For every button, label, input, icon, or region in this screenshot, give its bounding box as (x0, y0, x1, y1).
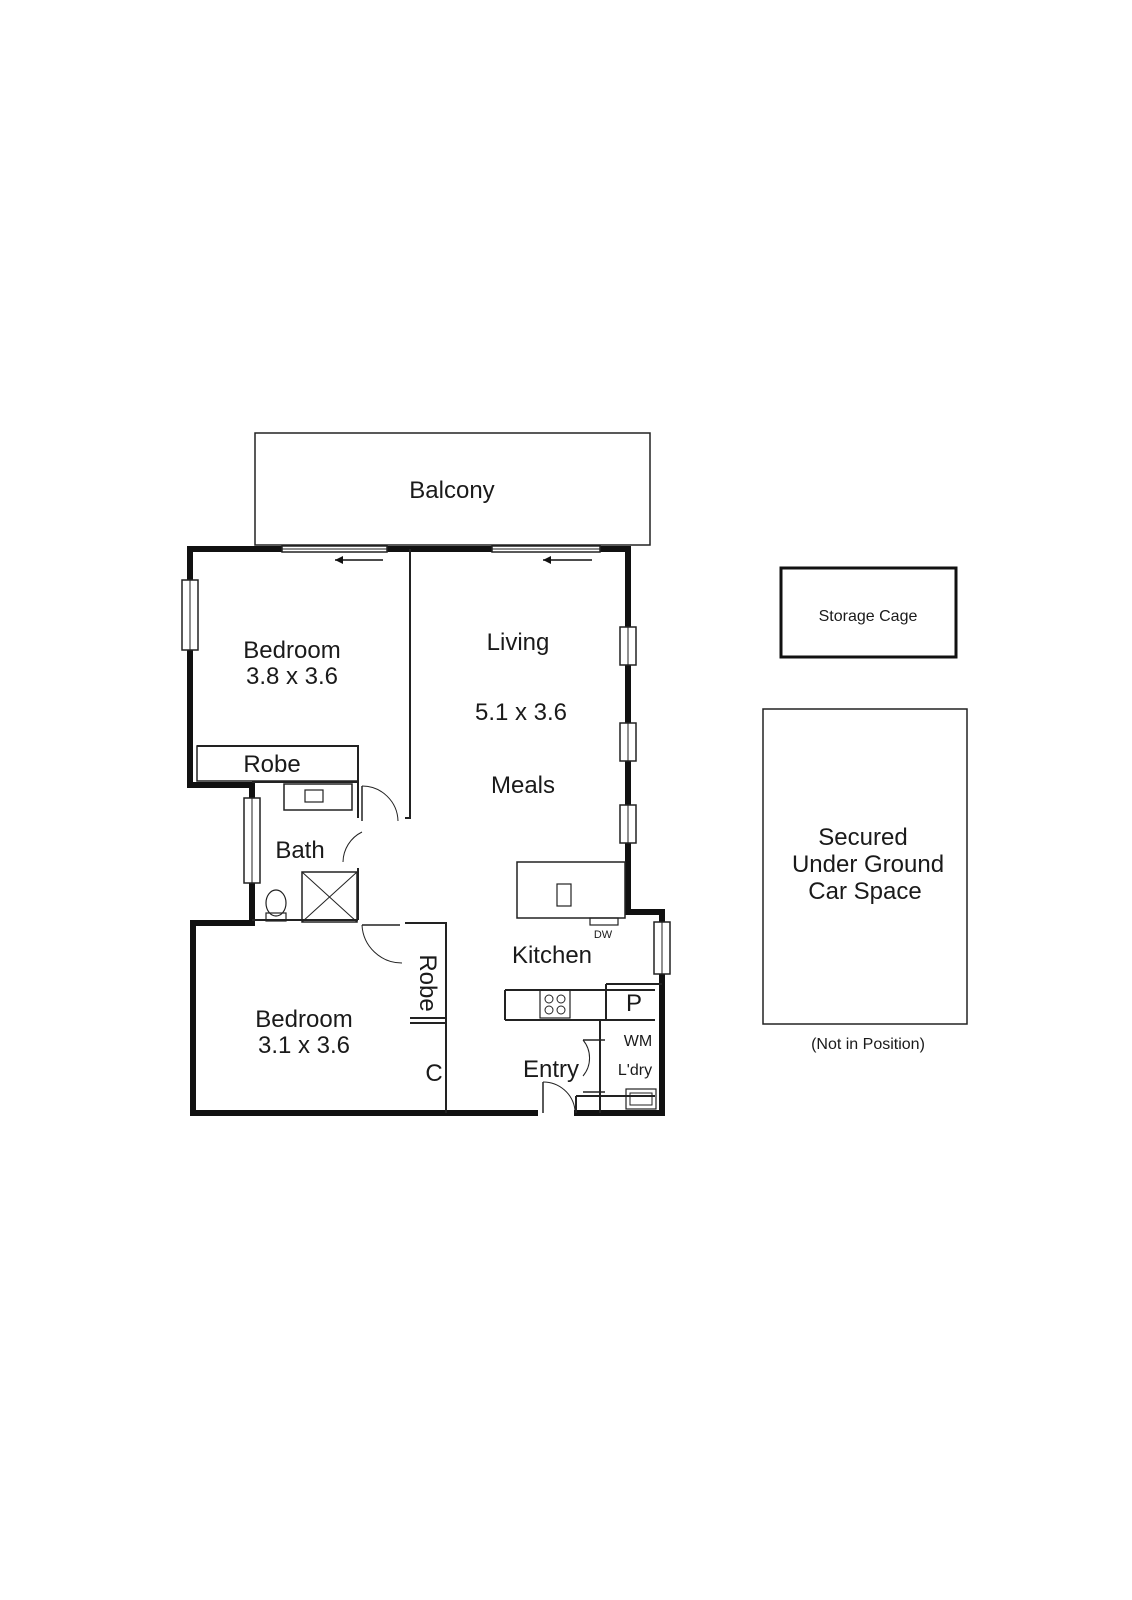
bedroom2-size: 3.1 x 3.6 (258, 1032, 350, 1059)
window-living-3 (619, 804, 637, 844)
door-laundry (582, 1039, 605, 1093)
laundry-tub-inner (629, 1092, 653, 1106)
entry-label: Entry (523, 1056, 579, 1083)
island-sink-icon (556, 883, 572, 907)
robe2-label: Robe (414, 954, 441, 1011)
car-space-line3: Car Space (808, 878, 921, 905)
cooktop-icon (539, 989, 571, 1019)
robe1-label: Robe (243, 751, 300, 778)
dishwasher-icon (589, 917, 619, 926)
vanity (283, 783, 353, 811)
sliding-door-bedroom (281, 545, 388, 564)
balcony-label: Balcony (409, 477, 494, 504)
window-bath (243, 797, 261, 884)
laundry-tub-icon (625, 1088, 657, 1110)
balcony-outline (254, 432, 651, 546)
toilet-icon (265, 889, 287, 922)
car-space-line1: Secured (818, 824, 907, 851)
storage-cage-label: Storage Cage (819, 608, 918, 625)
bedroom1-size: 3.8 x 3.6 (246, 663, 338, 690)
bedroom2-label: Bedroom (255, 1006, 352, 1033)
shower-icon (301, 871, 358, 923)
storage-cage-outline (779, 566, 958, 659)
sliding-door-living (491, 545, 601, 564)
pantry-label: P (626, 990, 642, 1017)
basin-icon (304, 789, 324, 803)
laundry-label: L'dry (618, 1062, 652, 1079)
robe1-outline (196, 745, 359, 782)
car-space-outline (762, 708, 968, 1025)
door-bath-2 (342, 831, 363, 863)
living-label: Living (487, 629, 550, 656)
dishwasher-label: DW (594, 929, 613, 941)
window-living-2 (619, 722, 637, 762)
door-entry (542, 1081, 576, 1113)
bath-label: Bath (275, 837, 324, 864)
living-size: 5.1 x 3.6 (475, 699, 567, 726)
washing-machine-label: WM (624, 1033, 652, 1050)
window-bedroom1 (181, 579, 199, 651)
car-space-line2: Under Ground (792, 851, 944, 878)
cupboard-label: C (425, 1060, 442, 1087)
car-space-note: (Not in Position) (811, 1036, 925, 1053)
window-kitchen (653, 921, 671, 975)
door-bath (361, 785, 399, 822)
kitchen-island (516, 861, 626, 919)
window-living-1 (619, 626, 637, 666)
kitchen-label: Kitchen (512, 942, 592, 969)
bedroom1-label: Bedroom (243, 637, 340, 664)
meals-label: Meals (491, 772, 555, 799)
door-bedroom2 (361, 924, 403, 964)
